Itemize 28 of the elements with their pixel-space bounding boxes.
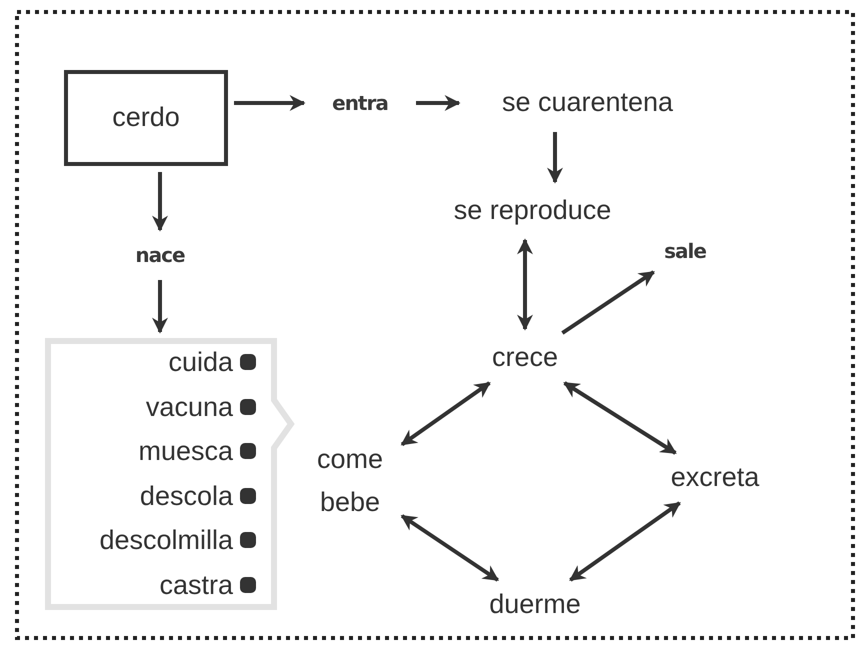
arrow (517, 238, 533, 331)
arrow (569, 501, 681, 582)
arrow (152, 280, 168, 334)
list-item: descolmilla (99, 524, 233, 556)
list-item: descola (140, 480, 233, 512)
arrow (416, 95, 461, 111)
node-label: cerdo (112, 101, 180, 134)
list-item: vacuna (146, 390, 233, 423)
arrow (400, 381, 491, 446)
node-label: come bebe (316, 442, 384, 519)
step-label: sale (664, 239, 706, 263)
arrow (561, 270, 655, 335)
step-label: entra (332, 91, 388, 115)
node-label: crece (492, 341, 558, 374)
arrow (152, 172, 168, 232)
list-item: muesca (138, 435, 233, 468)
list-item: cuida (168, 346, 233, 378)
node-label: se reproduce (454, 194, 612, 228)
arrow (234, 95, 306, 111)
node-label: se cuarentena (502, 86, 674, 120)
arrow (400, 514, 500, 582)
node-label: duerme (489, 588, 581, 622)
step-label: nace (135, 243, 185, 267)
arrow (547, 132, 563, 184)
node-label: excreta (670, 461, 760, 494)
process-box (64, 70, 228, 166)
list-item: castra (159, 568, 233, 601)
arrow (563, 381, 677, 455)
